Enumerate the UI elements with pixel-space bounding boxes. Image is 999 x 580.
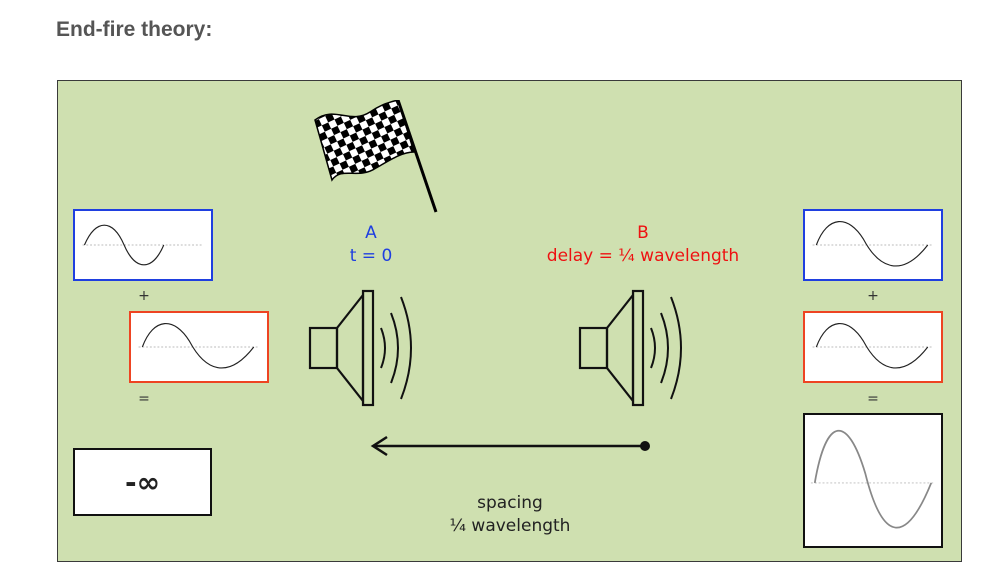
speaker-b-icon xyxy=(578,289,682,407)
result-wave-box-right xyxy=(803,413,943,548)
spacing-label: spacing ¼ wavelength xyxy=(450,492,571,538)
spacing-line1: spacing xyxy=(477,493,543,513)
sine-wave-large-icon xyxy=(810,429,936,529)
spacing-line2: ¼ wavelength xyxy=(449,516,571,536)
sine-wave-icon xyxy=(138,323,260,369)
checkered-flag-icon xyxy=(314,100,438,213)
speaker-a-label: A t = 0 xyxy=(350,222,393,268)
wave-box-red-left xyxy=(129,311,269,383)
equals-sign-right: = xyxy=(867,391,879,407)
speaker-b-detail: delay = ¼ wavelength xyxy=(546,246,740,266)
speaker-a-name: A xyxy=(365,223,377,243)
sine-wave-icon xyxy=(82,224,204,266)
sine-wave-icon xyxy=(812,221,934,267)
sound-waves-icon xyxy=(650,296,682,400)
speaker-a-icon xyxy=(308,289,412,407)
speaker-b-label: B delay = ¼ wavelength xyxy=(547,222,739,268)
speaker-b-name: B xyxy=(637,223,649,243)
speaker-a-detail: t = 0 xyxy=(349,246,393,266)
result-value-left: -∞ xyxy=(125,465,160,499)
arrow-left-icon xyxy=(370,435,650,457)
wave-box-red-right xyxy=(803,311,943,383)
result-box-left: -∞ xyxy=(73,448,212,516)
equals-sign-left: = xyxy=(138,391,150,407)
sine-wave-icon xyxy=(812,323,934,369)
wave-box-blue-left xyxy=(73,209,213,281)
plus-sign-left: + xyxy=(138,288,150,304)
page-title: End-fire theory: xyxy=(56,18,213,41)
wave-box-blue-right xyxy=(803,209,943,281)
sound-waves-icon xyxy=(380,296,412,400)
plus-sign-right: + xyxy=(867,288,879,304)
